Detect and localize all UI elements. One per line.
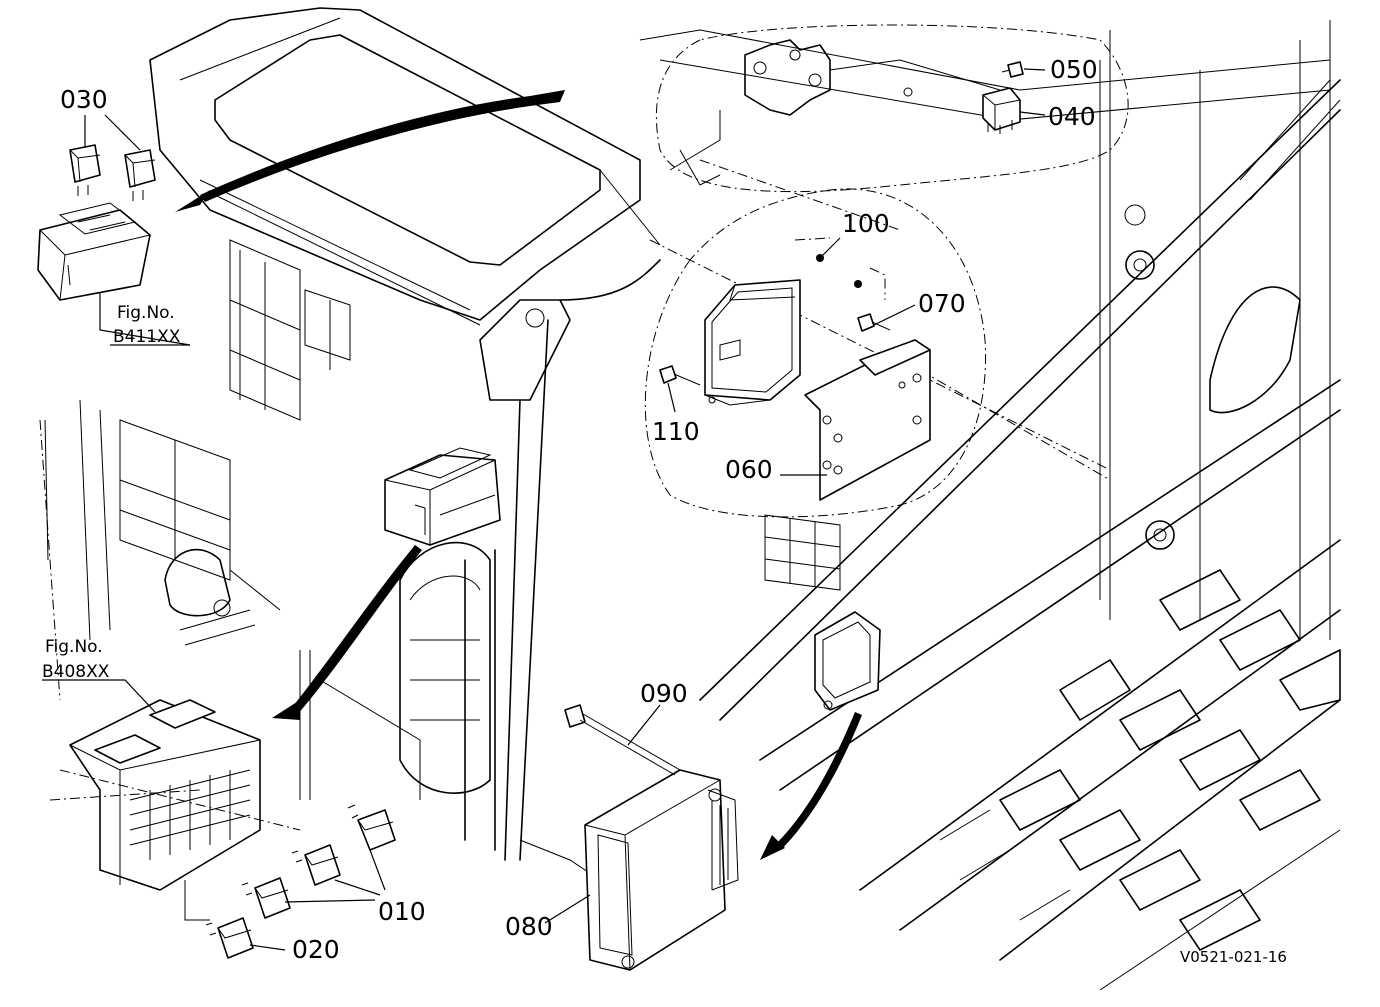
part-070-bolt[interactable] bbox=[857, 313, 891, 332]
part-080-controller-housing[interactable] bbox=[584, 769, 739, 971]
part-040-relay[interactable] bbox=[982, 87, 1021, 134]
detail-bubble-top bbox=[655, 24, 1129, 193]
part-010-relay-lower[interactable] bbox=[241, 877, 291, 919]
part-020-relay[interactable] bbox=[205, 917, 254, 959]
arrow-fusebox-to-lower-block bbox=[290, 545, 422, 715]
arrow-roof-to-upper-box bbox=[200, 90, 565, 202]
part-100-ecu-module[interactable] bbox=[704, 254, 862, 406]
arm-mounted-ecu-bracket bbox=[814, 611, 881, 711]
callout-010: 010 bbox=[378, 897, 426, 926]
part-030-relay-right[interactable] bbox=[124, 149, 156, 201]
callout-100: 100 bbox=[842, 209, 890, 238]
arrow-arm-to-controller bbox=[775, 712, 862, 850]
fig-ref-lower-number: B408XX bbox=[42, 662, 110, 682]
callout-110: 110 bbox=[652, 417, 700, 446]
callout-020: 020 bbox=[292, 935, 340, 964]
exploded-view-arrows bbox=[175, 90, 862, 860]
callout-090: 090 bbox=[640, 679, 688, 708]
fig-ref-lower-label: Fig.No. bbox=[45, 637, 103, 657]
machine-frame-linework bbox=[39, 7, 1341, 991]
track-undercarriage bbox=[859, 539, 1341, 991]
callout-labels: 030 050 040 100 070 110 060 090 080 010 … bbox=[60, 55, 1098, 964]
callout-070: 070 bbox=[918, 289, 966, 318]
part-010-relay-middle[interactable] bbox=[291, 844, 341, 886]
callout-050: 050 bbox=[1050, 55, 1098, 84]
part-090-bolt[interactable] bbox=[564, 704, 681, 776]
cab-fuse-box bbox=[384, 447, 501, 546]
part-050-screw[interactable] bbox=[1001, 61, 1024, 78]
part-030-relay-left[interactable] bbox=[69, 144, 101, 196]
fig-ref-upper-label: Fig.No. bbox=[117, 303, 175, 323]
part-060-mounting-bracket[interactable] bbox=[804, 339, 931, 501]
detail-bubble-ecu bbox=[644, 188, 987, 518]
figure-references: Fig.No. B411XX Fig.No. B408XX bbox=[42, 303, 181, 682]
part-110-bolt[interactable] bbox=[659, 365, 701, 386]
callout-080: 080 bbox=[505, 912, 553, 941]
fig-ref-upper-number: B411XX bbox=[113, 327, 181, 347]
upper-relay-box bbox=[37, 202, 151, 301]
drawing-code: V0521-021-16 bbox=[1180, 948, 1287, 966]
cab-side-grille bbox=[119, 239, 351, 581]
callout-060: 060 bbox=[725, 455, 773, 484]
leader-lines bbox=[42, 68, 1046, 951]
lower-fuse-relay-block bbox=[49, 699, 301, 921]
callout-030: 030 bbox=[60, 85, 108, 114]
callout-040: 040 bbox=[1048, 102, 1096, 131]
part-010-relay-upper[interactable] bbox=[347, 804, 396, 851]
